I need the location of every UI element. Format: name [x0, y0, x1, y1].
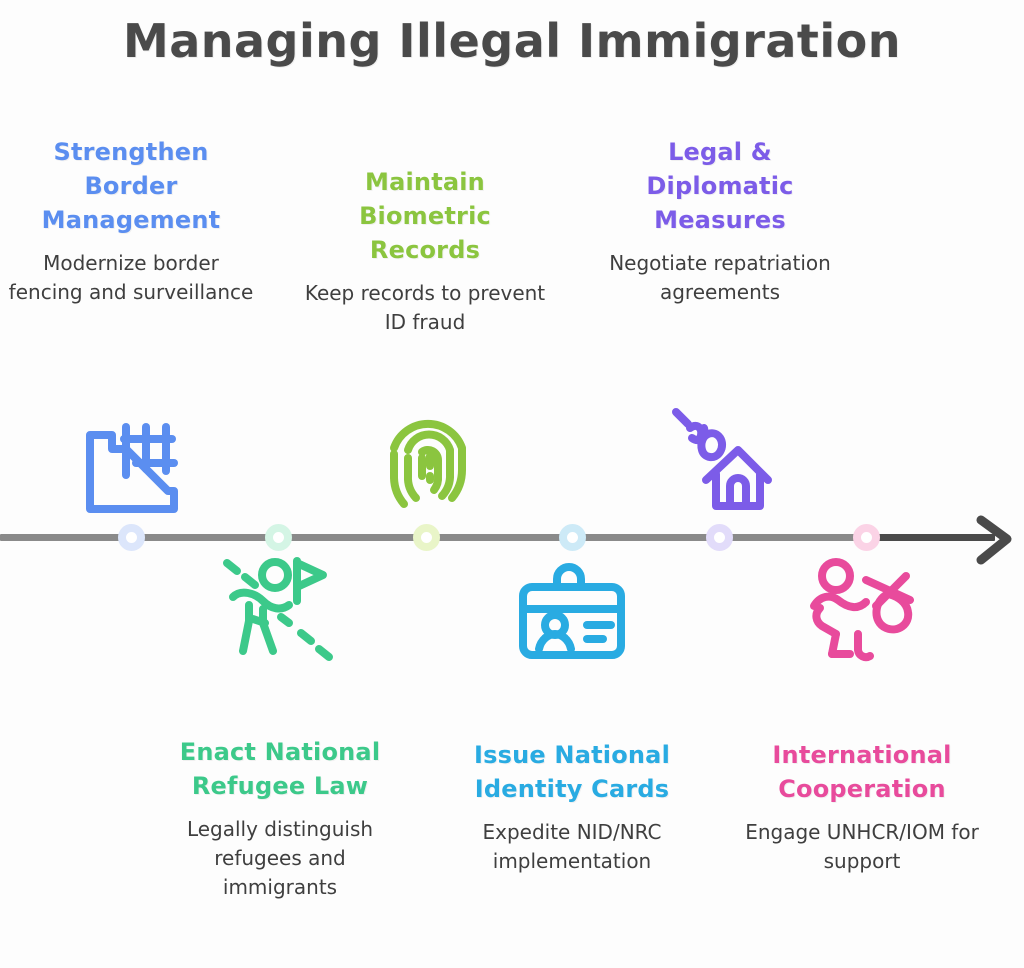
step-block-1: Strengthen Border Management Modernize b…	[6, 135, 256, 307]
step-description-6: Engage UNHCR/IOM for support	[745, 820, 979, 874]
step-title-4: Issue National Identity Cards	[474, 741, 670, 804]
house-broken-chain-icon	[660, 404, 780, 514]
fingerprint-icon	[368, 410, 488, 520]
step-title-6: International Cooperation	[772, 741, 952, 804]
step-block-3: Maintain Biometric Records Keep records …	[300, 165, 550, 337]
timeline-node-4[interactable]	[559, 524, 586, 551]
step-block-5: Legal & Diplomatic Measures Negotiate re…	[595, 135, 845, 307]
step-title-3: Maintain Biometric Records	[359, 168, 491, 265]
step-description-3: Keep records to prevent ID fraud	[304, 281, 546, 335]
step-description-1: Modernize border fencing and surveillanc…	[8, 251, 254, 305]
id-card-badge-icon	[512, 558, 632, 668]
timeline-node-6[interactable]	[853, 524, 880, 551]
migrant-with-bundle-icon	[802, 556, 922, 666]
timeline-node-2[interactable]	[265, 524, 292, 551]
refugee-crossing-flag-icon	[220, 554, 340, 664]
step-description-4: Expedite NID/NRC implementation	[482, 820, 662, 874]
timeline-node-1[interactable]	[118, 524, 145, 551]
timeline-node-5[interactable]	[706, 524, 733, 551]
step-description-5: Negotiate repatriation agreements	[609, 251, 831, 305]
timeline-line-dark	[860, 534, 995, 541]
step-block-4: Issue National Identity Cards Expedite N…	[447, 738, 697, 876]
page-title: Managing Illegal Immigration	[122, 14, 902, 68]
timeline-node-3[interactable]	[413, 524, 440, 551]
step-title-5: Legal & Diplomatic Measures	[646, 138, 794, 235]
timeline-axis	[0, 500, 1024, 578]
step-description-2: Legally distinguish refugees and immigra…	[186, 817, 374, 900]
step-block-2: Enact National Refugee Law Legally disti…	[155, 735, 405, 902]
step-title-2: Enact National Refugee Law	[179, 738, 381, 801]
step-block-6: International Cooperation Engage UNHCR/I…	[737, 738, 987, 876]
border-wall-fence-icon	[72, 408, 192, 518]
step-title-1: Strengthen Border Management	[41, 138, 221, 235]
